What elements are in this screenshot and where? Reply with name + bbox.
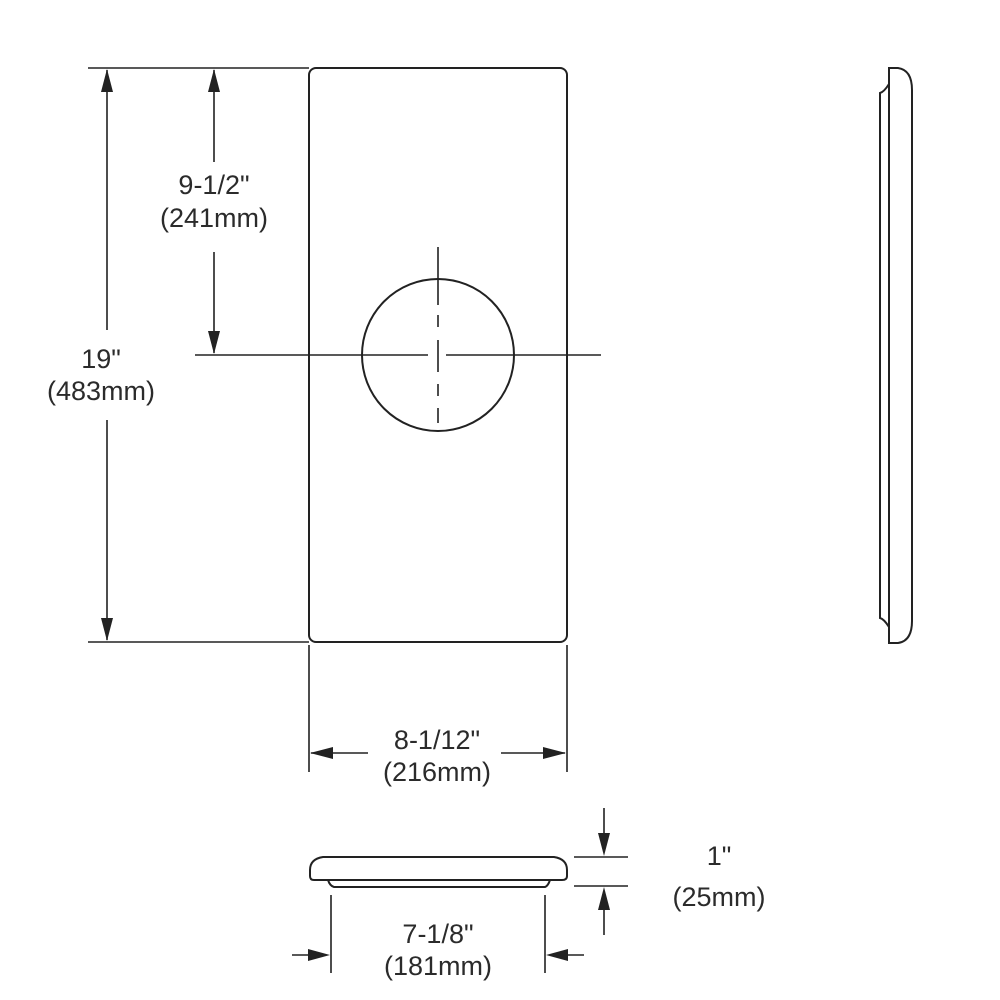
bottom-view [309,856,568,888]
thickness-imperial: 1" [707,841,732,871]
center-height-dimension: 9-1/2" (241mm) [160,69,268,354]
front-view [195,67,601,643]
overall-width-metric: (216mm) [383,757,491,787]
base-width-imperial: 7-1/8" [402,919,473,949]
overall-width-imperial: 8-1/12" [394,725,480,755]
thickness-metric: (25mm) [673,882,766,912]
overall-height-dimension: 19" (483mm) [47,69,155,641]
center-height-metric: (241mm) [160,203,268,233]
overall-height-imperial: 19" [81,344,121,374]
overall-width-dimension: 8-1/12" (216mm) [308,645,568,787]
overall-height-metric: (483mm) [47,376,155,406]
thickness-dimension: 1" (25mm) [574,808,766,935]
center-height-imperial: 9-1/2" [178,170,249,200]
base-width-dimension: 7-1/8" (181mm) [292,895,584,981]
side-view [879,67,913,644]
base-width-metric: (181mm) [384,951,492,981]
